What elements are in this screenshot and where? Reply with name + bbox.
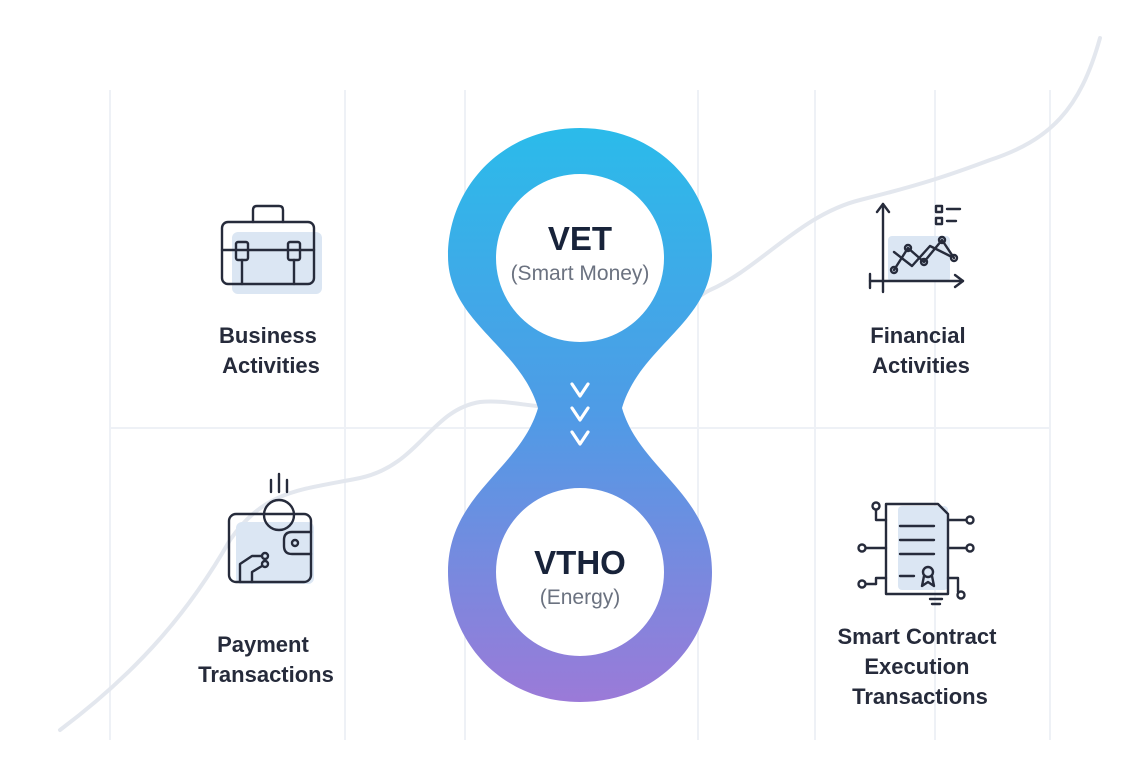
business-activities-node: Business Activities: [219, 204, 323, 378]
business-activities-label: Business Activities: [219, 323, 323, 378]
financial-activities-label: Financial Activities: [870, 323, 971, 378]
token-connector: VET (Smart Money) VTHO (Energy): [448, 128, 712, 702]
chevron-down-icon: [570, 430, 590, 446]
vtho-token-subtitle: (Energy): [540, 586, 621, 609]
hourglass-ring: [448, 128, 712, 702]
payment-transactions-node: Payment Transactions: [198, 472, 334, 687]
chevron-down-icon: [570, 382, 590, 398]
briefcase-icon: [220, 204, 322, 294]
smart-contract-node: Smart Contract Execution Transactions: [837, 501, 1002, 709]
wallet-coin-icon: [227, 472, 314, 584]
vtho-token-name: VTHO: [534, 544, 626, 581]
payment-transactions-label: Payment Transactions: [198, 632, 334, 687]
vet-token-subtitle: (Smart Money): [511, 262, 650, 285]
chevron-down-icon: [570, 406, 590, 422]
line-chart-icon: [868, 202, 965, 294]
smart-contract-label: Smart Contract Execution Transactions: [837, 624, 1002, 709]
coin-icon: [262, 498, 296, 532]
contract-circuit-icon: [857, 501, 975, 606]
financial-activities-node: Financial Activities: [868, 202, 971, 378]
flow-chevrons: [570, 382, 590, 446]
vet-token-name: VET: [548, 220, 612, 257]
